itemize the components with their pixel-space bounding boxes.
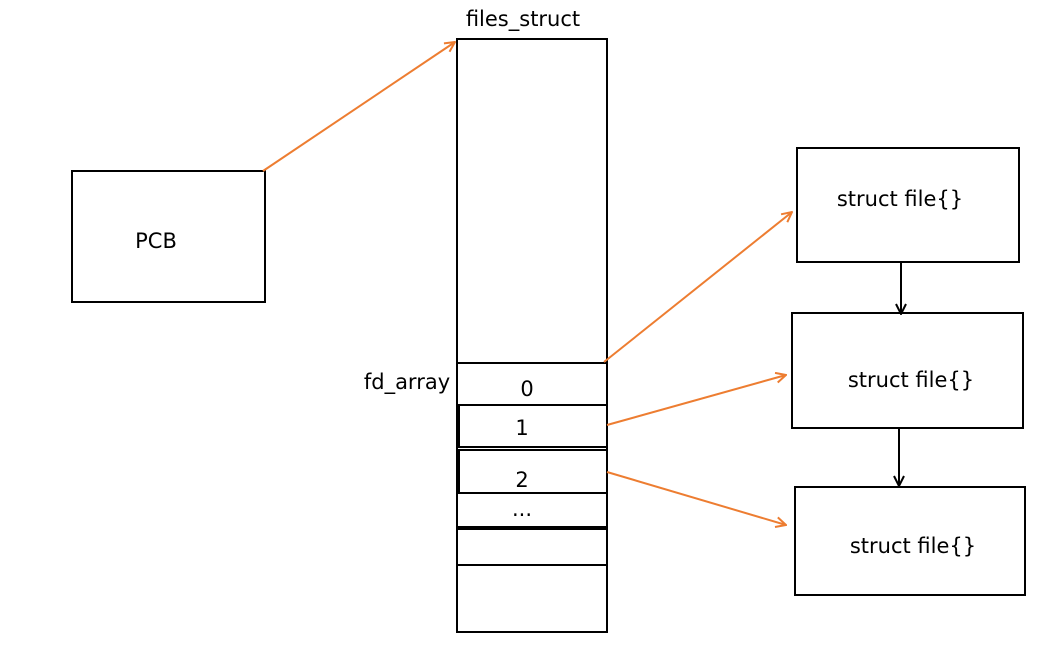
- pcb-label: PCB: [135, 229, 177, 253]
- fd-slot-2-box: [458, 449, 608, 494]
- fd-slot-blank-box: [456, 528, 608, 566]
- fd-0-to-file-1-arrow: [603, 212, 792, 363]
- fd-array-label: fd_array: [364, 370, 450, 395]
- files-struct-label: files_struct: [466, 7, 580, 32]
- file-label-3: struct file{}: [850, 534, 976, 558]
- file-node-3: struct file{}: [794, 486, 1026, 596]
- fd-slot-0-label: 0: [520, 377, 533, 401]
- fd-slot-2-label: 2: [515, 468, 528, 492]
- pcb-box: [71, 170, 266, 303]
- files-struct-node: files_struct fd_array 0 1 2 ...: [364, 7, 608, 633]
- file-node-1: struct file{}: [796, 147, 1020, 263]
- file-box-2: [791, 312, 1024, 429]
- file-label-1: struct file{}: [837, 187, 963, 211]
- fd-1-to-file-2-arrow: [606, 375, 786, 426]
- fd-2-to-file-3-arrow: [606, 471, 786, 525]
- fd-slot-ellipsis-label: ...: [512, 497, 532, 521]
- file-node-2: struct file{}: [791, 312, 1024, 429]
- file-box-3: [794, 486, 1026, 596]
- fd-slot-1-box: [458, 404, 608, 448]
- pcb-to-files-struct-arrow: [262, 42, 455, 172]
- file-label-2: struct file{}: [848, 368, 974, 392]
- file-box-1: [796, 147, 1020, 263]
- pcb-node: PCB: [71, 170, 266, 303]
- fd-slot-1-label: 1: [515, 416, 528, 440]
